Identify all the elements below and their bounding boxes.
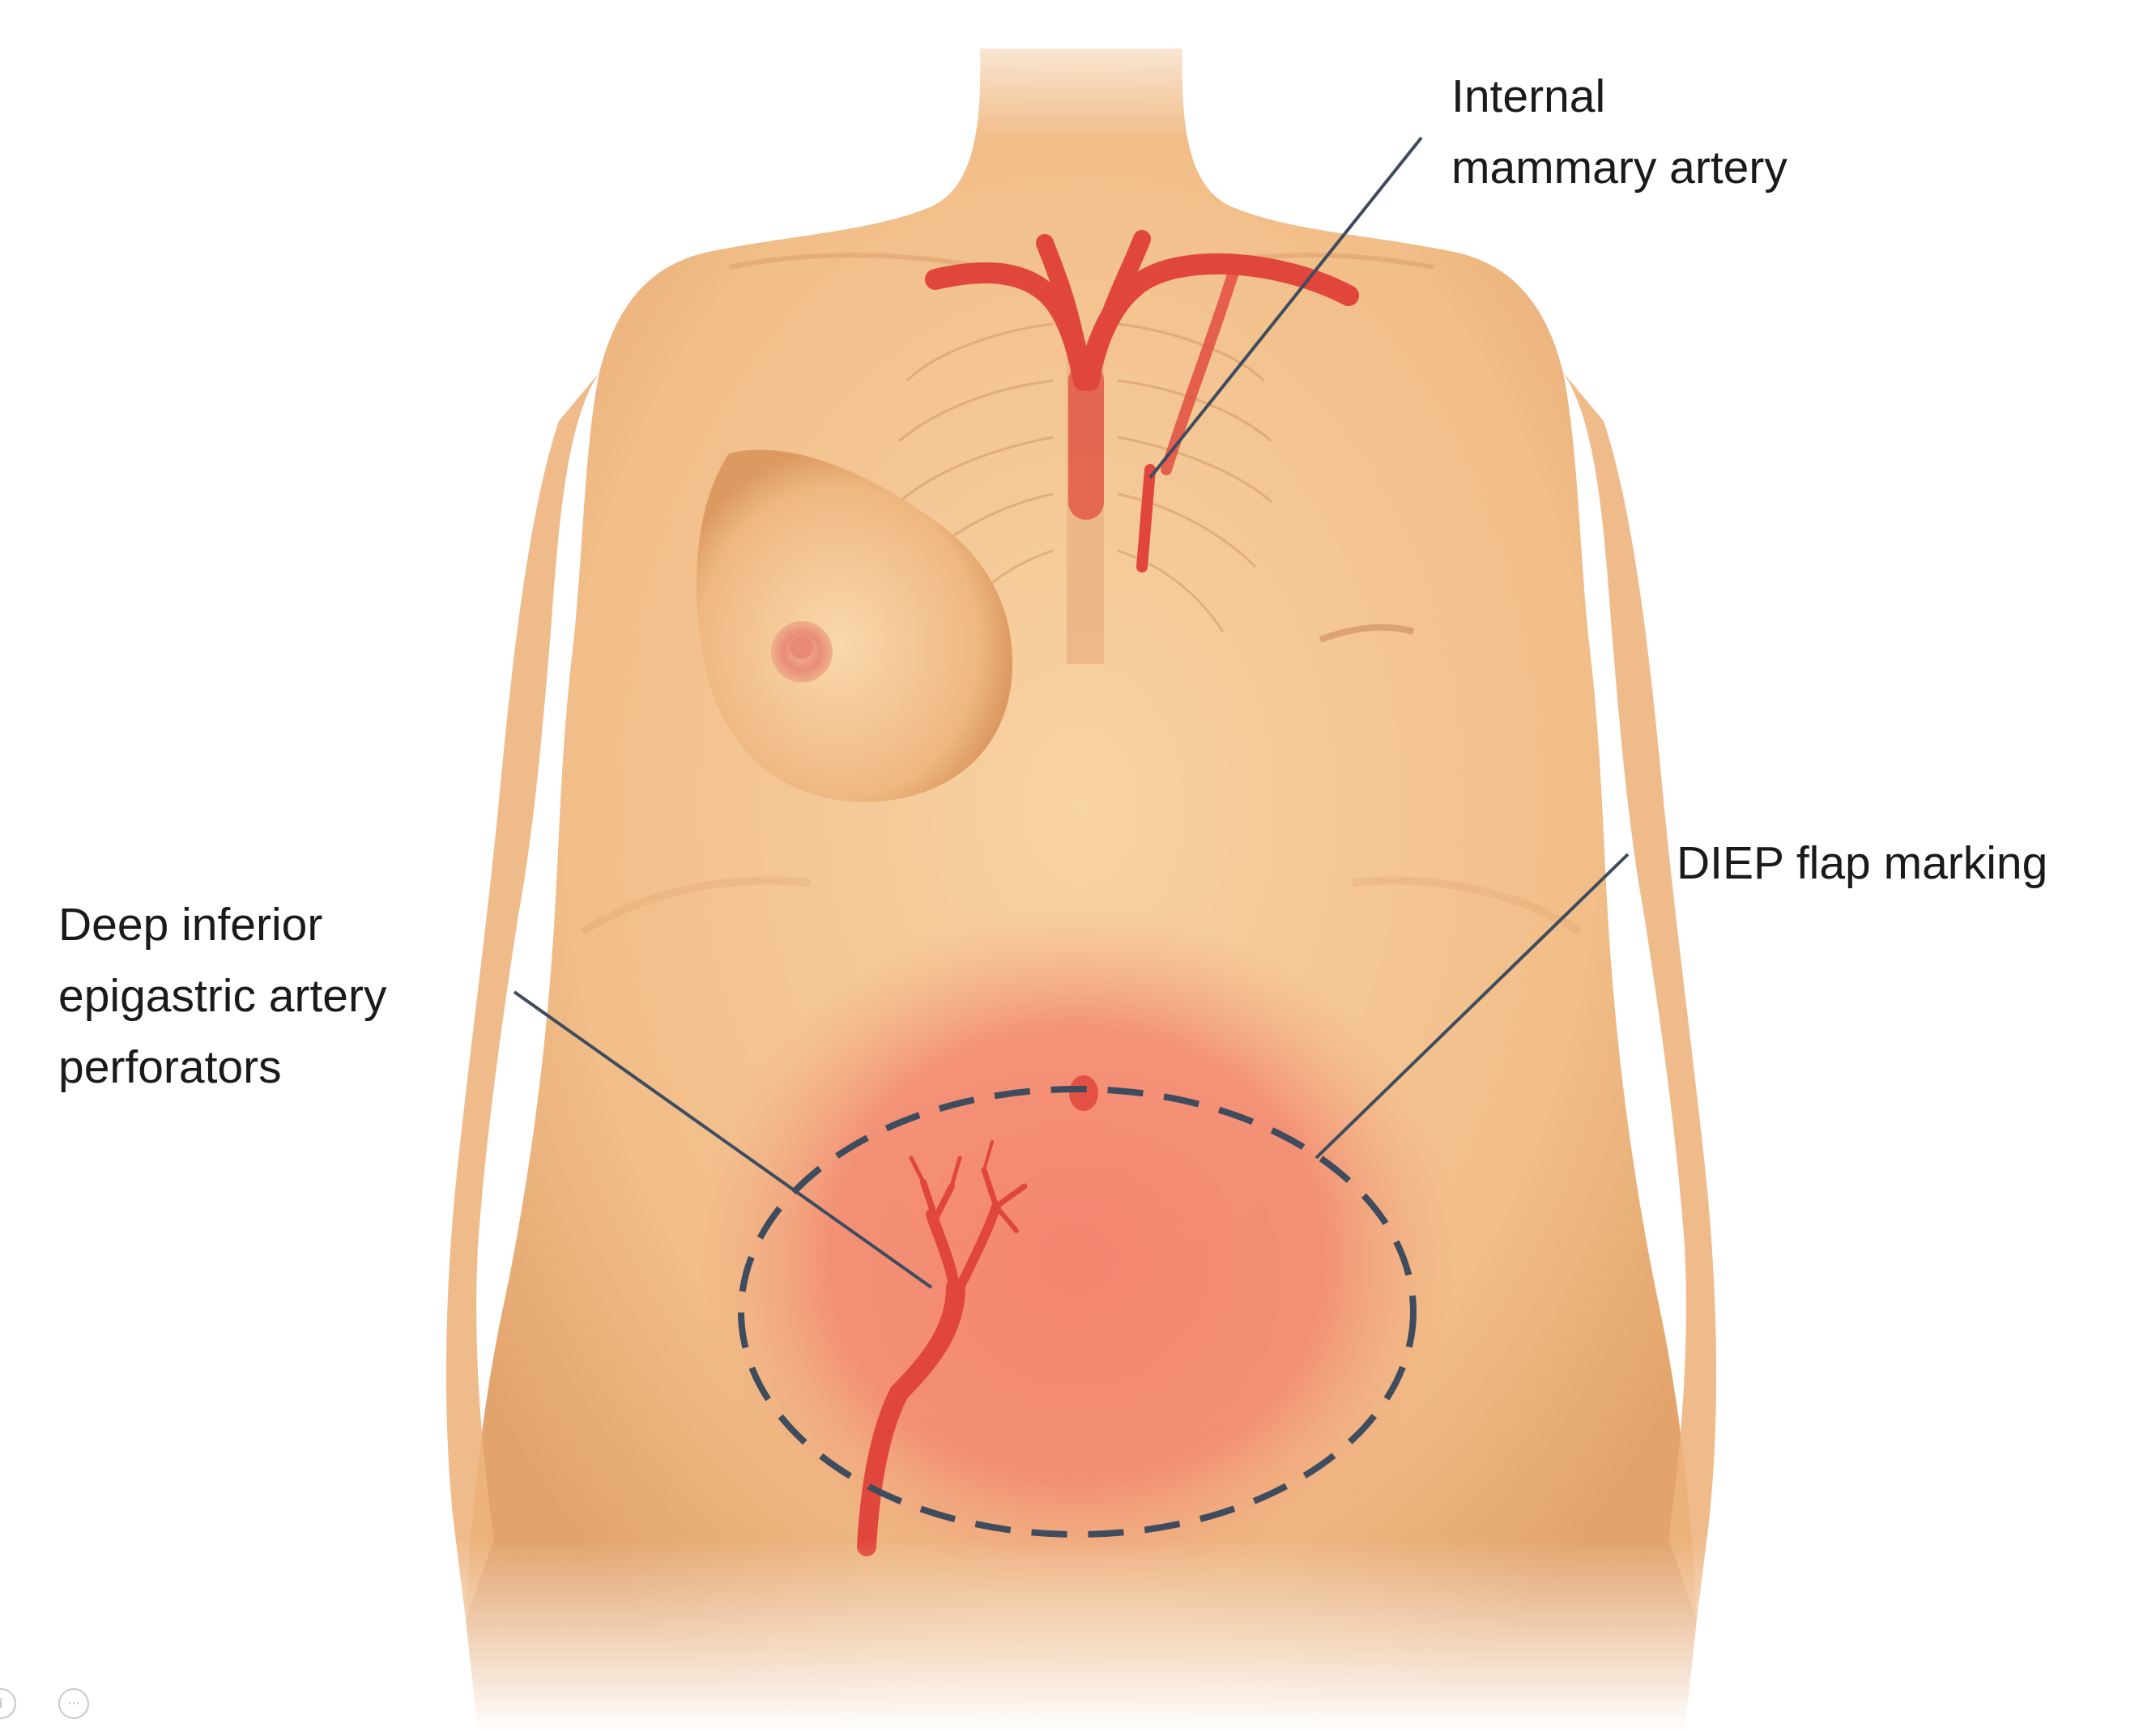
right-side-arm <box>445 372 599 1619</box>
label-deep-inferior-line1: Deep inferior <box>58 899 323 951</box>
label-diep-flap-line1: DIEP flap marking <box>1677 837 2048 889</box>
label-internal-mammary-line1: Internal <box>1451 70 1606 122</box>
navel <box>1069 1075 1098 1111</box>
more-icon[interactable]: ··· <box>58 1688 89 1719</box>
diep-flap-outline <box>738 1086 1417 1538</box>
label-internal-mammary-line2: mammary artery <box>1451 142 1787 194</box>
upper-arteries <box>925 230 1359 520</box>
neck-fade <box>931 0 1231 138</box>
left-side-arm <box>1563 372 1717 1619</box>
waist-shade-right <box>581 876 811 935</box>
label-deep-inferior-line2: epigastric artery <box>58 970 387 1022</box>
label-deep-inferior-epigastric: Deep inferior epigastric artery perforat… <box>58 889 387 1103</box>
waist-shade-left <box>1352 876 1582 935</box>
internal-mammary-artery <box>1136 464 1156 572</box>
label-deep-inferior-line3: perforators <box>58 1041 282 1093</box>
nipple-center <box>790 636 813 659</box>
label-internal-mammary-artery: Internal mammary artery <box>1451 61 1787 203</box>
breast <box>697 449 1012 802</box>
leader-diep-flap <box>1314 853 1630 1160</box>
label-diep-flap-marking: DIEP flap marking <box>1677 828 2047 899</box>
leader-internal-mammary <box>1148 136 1423 479</box>
bottom-fade <box>405 1538 1782 1732</box>
mastectomy-scar <box>1319 623 1415 643</box>
flap-glow <box>697 907 1458 1603</box>
leader-deep-inferior <box>513 990 933 1289</box>
